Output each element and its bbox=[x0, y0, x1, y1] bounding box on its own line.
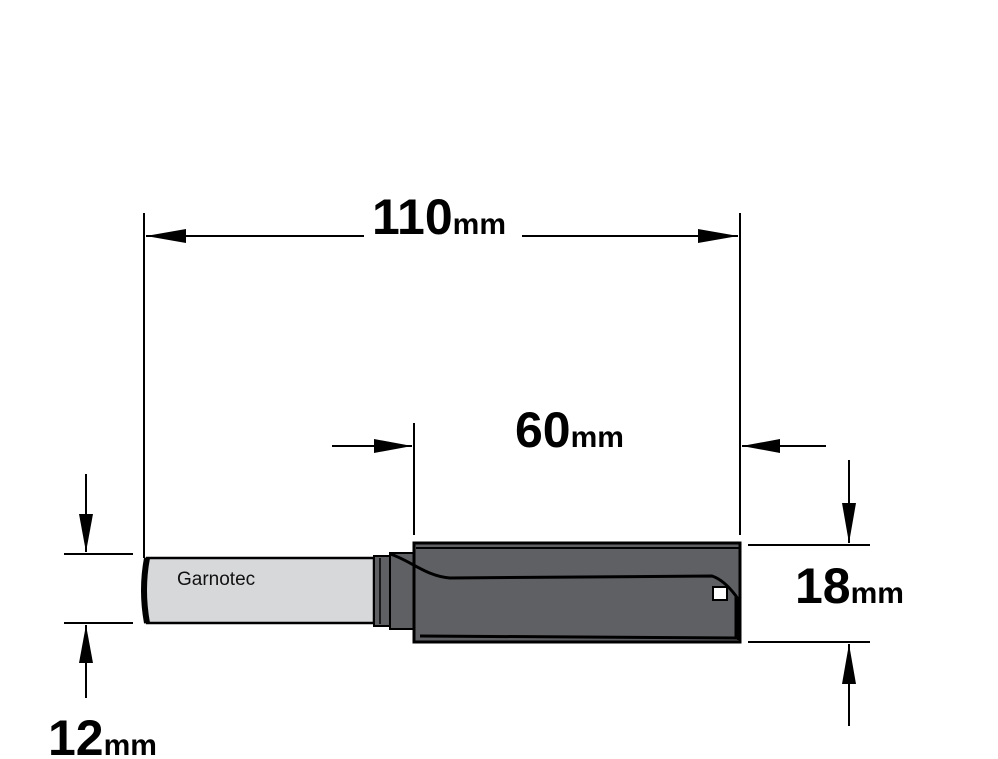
router-bit: Garnotec bbox=[141, 541, 742, 644]
dimension-cutting-diameter: 18mm bbox=[795, 460, 904, 726]
carbide-tip bbox=[712, 586, 728, 601]
shank-collar bbox=[373, 555, 391, 627]
shank-end-bevel bbox=[141, 557, 150, 624]
shank bbox=[143, 556, 376, 625]
cutting-diameter-unit: mm bbox=[851, 577, 904, 610]
cutting-length-value: 60 bbox=[515, 402, 571, 458]
arrowhead-cut-left bbox=[374, 439, 412, 453]
overall-length-label: 110mm bbox=[372, 189, 506, 245]
arrowhead-overall-right bbox=[698, 229, 738, 243]
dimension-cutting-length: 60mm bbox=[332, 402, 826, 458]
arrowhead-overall-left bbox=[146, 229, 186, 243]
arrowhead-diam-bottom bbox=[842, 644, 856, 684]
cutting-diameter-label: 18mm bbox=[795, 558, 904, 614]
brand-label: Garnotec bbox=[177, 569, 255, 590]
shank-diameter-label: 12mm bbox=[48, 710, 157, 759]
arrowhead-shank-top bbox=[79, 514, 93, 552]
shank-diameter-unit: mm bbox=[104, 729, 157, 759]
cutting-length-unit: mm bbox=[571, 421, 624, 454]
arrowhead-diam-top bbox=[842, 503, 856, 543]
tip-edge bbox=[727, 585, 739, 640]
overall-length-value: 110 bbox=[372, 189, 453, 245]
extension-lines bbox=[64, 213, 870, 643]
cutting-diameter-value: 18 bbox=[795, 558, 851, 614]
overall-length-unit: mm bbox=[453, 208, 506, 241]
dimension-overall-length: 110mm bbox=[146, 189, 738, 245]
arrowhead-shank-bottom bbox=[79, 625, 93, 663]
arrowhead-cut-right bbox=[742, 439, 780, 453]
dimension-shank-diameter: 12mm bbox=[48, 474, 157, 759]
shank-diameter-value: 12 bbox=[48, 710, 104, 759]
cutting-length-label: 60mm bbox=[515, 402, 624, 458]
cutting-body bbox=[412, 541, 742, 644]
